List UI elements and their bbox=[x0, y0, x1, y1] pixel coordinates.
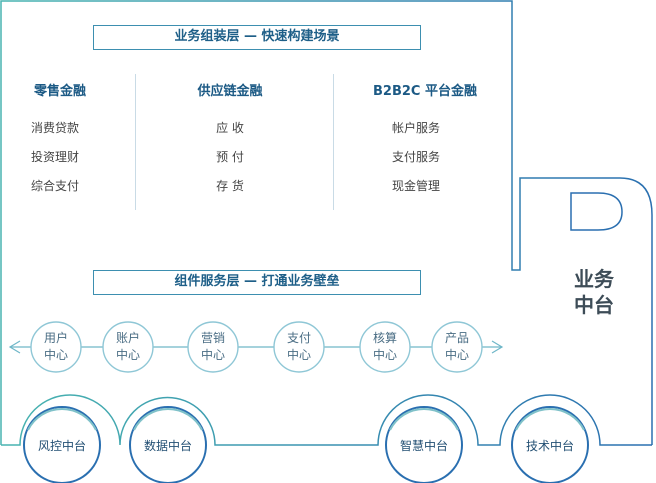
hub-line: 中心 bbox=[43, 348, 68, 362]
platform-intelligence: 智慧中台 bbox=[399, 439, 448, 453]
cab-label-line: 中台 bbox=[574, 293, 614, 317]
retail-item: 消费贷款 bbox=[30, 121, 79, 135]
assembly-layer-title: 业务组装层 — 快速构建场景 bbox=[174, 29, 340, 44]
supply-chain-item: 应 收 bbox=[216, 121, 244, 135]
b2b2c-item: 支付服务 bbox=[391, 150, 440, 164]
hub-line: 营销 bbox=[200, 331, 225, 345]
hub-line: 中心 bbox=[286, 348, 311, 362]
cab-label-line: 业务 bbox=[574, 267, 614, 291]
platform-technology: 技术中台 bbox=[525, 439, 574, 453]
service-center-account: 账户 中心 bbox=[103, 330, 153, 364]
platform-data: 数据中台 bbox=[143, 439, 192, 453]
assembly-layer-box: 业务组装层 — 快速构建场景 bbox=[93, 25, 421, 50]
service-layer-title: 组件服务层 — 打通业务壁垒 bbox=[174, 274, 340, 289]
hub-line: 产品 bbox=[444, 331, 469, 345]
service-center-marketing: 营销 中心 bbox=[188, 330, 238, 364]
retail-item: 综合支付 bbox=[30, 179, 79, 193]
service-center-payment: 支付 中心 bbox=[274, 330, 324, 364]
hub-line: 用户 bbox=[43, 331, 68, 345]
hub-line: 支付 bbox=[286, 331, 311, 345]
business-middle-platform-label: 业务 中台 bbox=[556, 266, 632, 318]
column-title-retail: 零售金融 bbox=[33, 84, 86, 99]
column-divider bbox=[333, 74, 334, 210]
service-center-user: 用户 中心 bbox=[31, 330, 81, 364]
hub-line: 账户 bbox=[115, 331, 140, 345]
hub-line: 中心 bbox=[444, 348, 469, 362]
hub-line: 中心 bbox=[200, 348, 225, 362]
retail-item: 投资理财 bbox=[30, 150, 79, 164]
supply-chain-item: 存 货 bbox=[216, 179, 244, 193]
column-divider bbox=[135, 74, 136, 210]
column-title-supply-chain: 供应链金融 bbox=[197, 84, 263, 99]
service-center-product: 产品 中心 bbox=[432, 330, 482, 364]
supply-chain-item: 预 付 bbox=[216, 150, 244, 164]
b2b2c-item: 帐户服务 bbox=[391, 121, 440, 135]
platform-risk-control: 风控中台 bbox=[37, 439, 86, 453]
hub-line: 中心 bbox=[372, 348, 397, 362]
b2b2c-item: 现金管理 bbox=[391, 179, 440, 193]
column-title-b2b2c: B2B2C 平台金融 bbox=[373, 84, 477, 99]
hub-line: 核算 bbox=[372, 331, 397, 345]
service-layer-box: 组件服务层 — 打通业务壁垒 bbox=[93, 270, 421, 295]
hub-line: 中心 bbox=[115, 348, 140, 362]
service-center-accounting: 核算 中心 bbox=[360, 330, 410, 364]
